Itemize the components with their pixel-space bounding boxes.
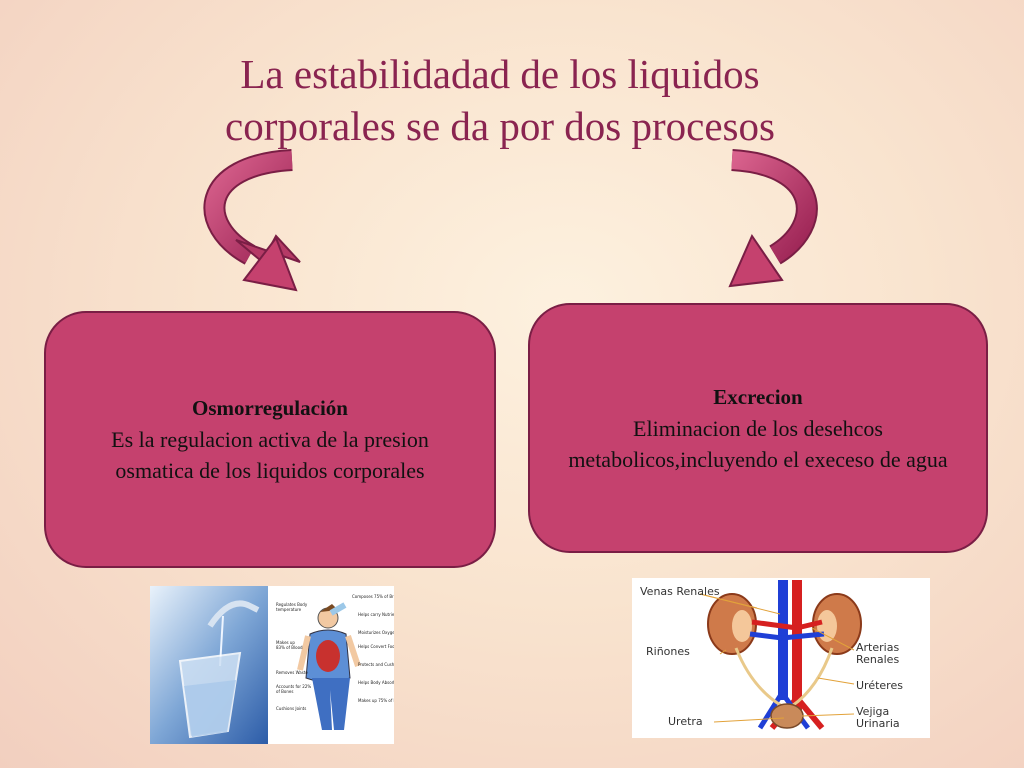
bladder-icon [770, 703, 804, 729]
svg-text:of Bones: of Bones [276, 689, 293, 694]
kidney-left-icon [707, 593, 757, 655]
svg-text:Helps Convert Food: Helps Convert Food [358, 644, 394, 649]
label-vejiga-urinaria: Vejiga Urinaria [856, 705, 900, 730]
svg-text:Makes up: Makes up [276, 640, 295, 645]
slide-title: La estabilidadad de los liquidos corpora… [90, 48, 910, 152]
slide-title-line-2: corporales se da por dos procesos [225, 103, 775, 149]
label-arterias-renales: Arterias Renales [856, 641, 900, 666]
water-body-illustration: Regulates Body temperature Makes up 83% … [150, 586, 394, 744]
svg-text:Helps carry Nutrients: Helps carry Nutrients [358, 612, 394, 617]
svg-text:Cushions Joints: Cushions Joints [276, 706, 306, 711]
left-curved-arrow-icon [203, 149, 301, 292]
svg-text:Moisturizes Oxygen: Moisturizes Oxygen [358, 630, 394, 635]
svg-text:Helps Body Absorb: Helps Body Absorb [358, 680, 394, 685]
urinary-system-diagram: Venas Renales Riñones Arterias Renales U… [632, 578, 930, 738]
label-ureteres: Uréteres [856, 679, 903, 692]
water-glass-image: Regulates Body temperature Makes up 83% … [150, 586, 394, 744]
svg-text:Accounts for 22%: Accounts for 22% [276, 684, 311, 689]
svg-text:Composes 75% of Brain: Composes 75% of Brain [352, 594, 394, 599]
svg-text:Protects and Cushions: Protects and Cushions [358, 662, 394, 667]
right-curved-arrow-icon [728, 149, 818, 288]
excretion-box: Excrecion Eliminacion de los desehcos me… [528, 303, 988, 553]
excretion-heading: Excrecion [713, 384, 803, 409]
svg-text:Removes Waste: Removes Waste [276, 670, 308, 675]
svg-text:temperature: temperature [276, 607, 302, 612]
label-rinones: Riñones [646, 645, 690, 658]
label-venas-renales: Venas Renales [640, 585, 720, 598]
svg-text:Makes up 75% of Muscles: Makes up 75% of Muscles [358, 698, 394, 703]
svg-text:Regulates Body: Regulates Body [276, 602, 308, 607]
human-body-icon [297, 602, 361, 730]
osmoregulation-heading: Osmorregulación [192, 396, 348, 420]
excretion-text: Eliminacion de los desehcos metabolicos,… [568, 415, 948, 472]
kidney-diagram-image [699, 580, 862, 730]
svg-text:83% of Blood: 83% of Blood [276, 645, 303, 650]
osmoregulation-box: Osmorregulación Es la regulacion activa … [44, 311, 496, 568]
osmoregulation-text: Es la regulacion activa de la presion os… [111, 427, 429, 483]
slide-title-line-1: La estabilidadad de los liquidos [240, 51, 760, 97]
label-uretra: Uretra [668, 715, 703, 728]
